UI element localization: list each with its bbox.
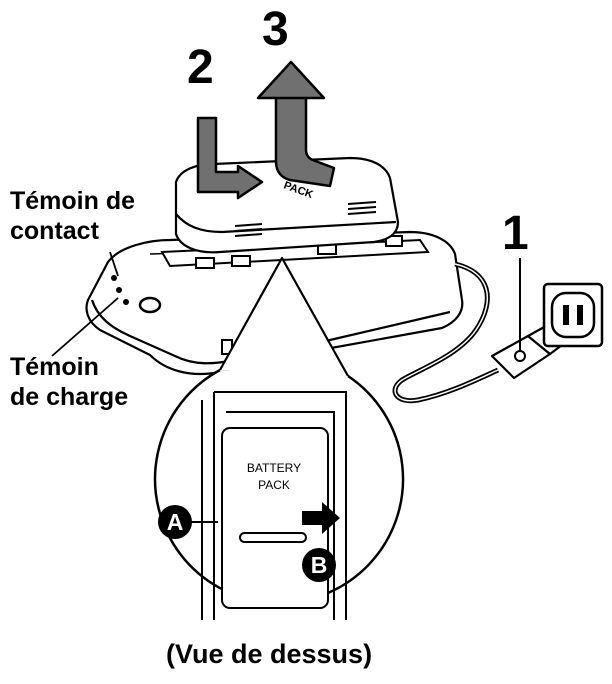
- contact-indicator-label: Témoin de contact: [10, 186, 135, 246]
- lift-arrow: [274, 94, 336, 188]
- charger-release-button: [138, 296, 162, 314]
- zoom-pointer: [219, 256, 349, 377]
- charger-lamps: [111, 275, 129, 305]
- wall-outlet: [542, 282, 604, 348]
- plug-marker: [514, 350, 526, 362]
- slide-arrow: [302, 502, 340, 534]
- charge-indicator-line1: Témoin: [10, 353, 99, 381]
- top-view-caption: (Vue de dessus): [166, 639, 373, 669]
- battery-vents: [234, 201, 377, 237]
- callout-a: A: [158, 505, 192, 539]
- contact-indicator-line2: contact: [10, 217, 99, 245]
- contact-indicator-line1: Témoin de: [10, 187, 136, 215]
- step-1: 1: [502, 207, 529, 260]
- top-view-battery-line1: BATTERY: [247, 461, 301, 475]
- charge-leader: [51, 297, 119, 357]
- power-cord-inner: [394, 263, 499, 402]
- charge-indicator-label: Témoin de charge: [10, 352, 128, 412]
- push-arrow: [196, 116, 264, 200]
- contact-leader: [109, 251, 119, 277]
- release-slot: [239, 532, 307, 543]
- step-2: 2: [187, 41, 214, 94]
- top-view-battery-line2: PACK: [258, 478, 290, 492]
- top-view-frame: [201, 391, 347, 620]
- charge-indicator-line2: de charge: [10, 383, 129, 411]
- lift-arrowhead: [256, 60, 326, 100]
- callout-b: B: [302, 548, 336, 582]
- step-3: 3: [262, 3, 289, 56]
